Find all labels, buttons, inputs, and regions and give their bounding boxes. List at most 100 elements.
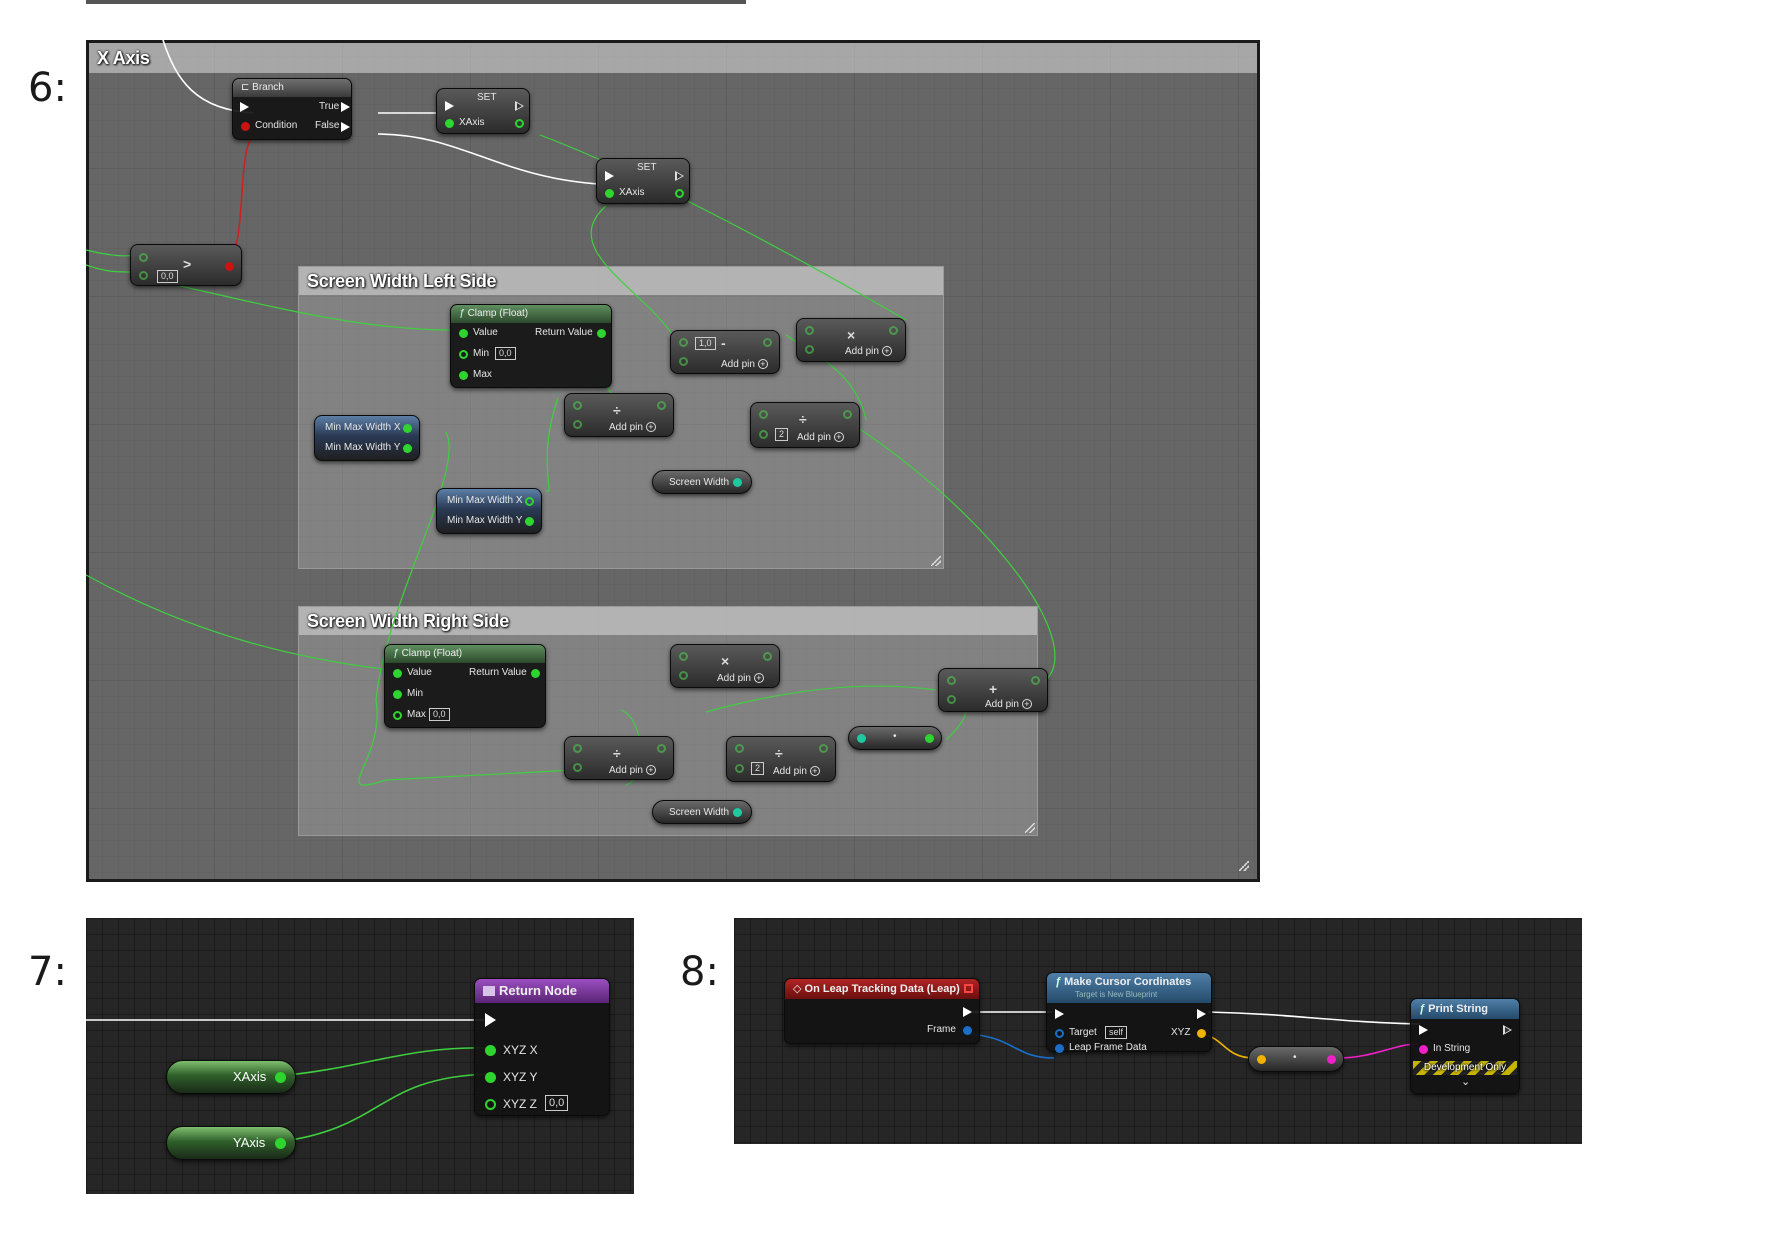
string-out-pin[interactable] xyxy=(1327,1055,1336,1064)
xaxis-in-pin[interactable] xyxy=(605,189,614,198)
min-pin[interactable] xyxy=(393,690,402,699)
set-node-1[interactable]: SET XAxis xyxy=(436,88,530,134)
set-node-2[interactable]: SET XAxis xyxy=(596,158,690,204)
a-pin[interactable] xyxy=(735,744,744,753)
frame-pin[interactable] xyxy=(963,1026,972,1035)
out-pin[interactable] xyxy=(763,338,772,347)
vector-in-pin[interactable] xyxy=(1257,1055,1266,1064)
out-pin[interactable] xyxy=(925,734,934,743)
out-pin[interactable] xyxy=(657,401,666,410)
exec-in-pin[interactable] xyxy=(445,101,454,111)
xaxis-getter[interactable]: XAxis xyxy=(166,1060,296,1094)
xyz-z-value-field[interactable]: 0,0 xyxy=(545,1095,569,1111)
b-pin[interactable] xyxy=(759,430,768,439)
resize-grip[interactable] xyxy=(1025,823,1035,833)
b-value-field[interactable]: 0,0 xyxy=(157,270,178,283)
divide-node-right-a[interactable]: ÷ Add pin+ xyxy=(564,736,674,780)
a-pin[interactable] xyxy=(679,338,688,347)
exec-in-pin[interactable] xyxy=(1055,1009,1064,1019)
b-pin[interactable] xyxy=(573,763,582,772)
multiply-node-right[interactable]: × Add pin+ xyxy=(670,644,780,688)
branch-node[interactable]: ⊏ Branch True Condition False xyxy=(232,78,352,140)
convert-node-right[interactable]: • xyxy=(848,726,942,750)
event-header[interactable]: ◇ On Leap Tracking Data (Leap) xyxy=(785,979,979,999)
divide-node-right-b[interactable]: 2 ÷ Add pin+ xyxy=(726,736,836,782)
subtract-node[interactable]: 1,0 - Add pin+ xyxy=(670,330,780,374)
out-pin[interactable] xyxy=(657,744,666,753)
add-pin-button[interactable]: Add pin+ xyxy=(609,422,656,433)
x-pin[interactable] xyxy=(525,497,534,506)
exec-in-pin[interactable] xyxy=(1419,1025,1428,1035)
out-pin[interactable] xyxy=(843,410,852,419)
exec-in-pin[interactable] xyxy=(485,1013,496,1027)
in-pin[interactable] xyxy=(857,734,866,743)
xaxis-pin[interactable] xyxy=(275,1072,286,1083)
return-node[interactable]: Return Node XYZ X XYZ Y XYZ Z 0,0 xyxy=(474,978,610,1116)
a-pin[interactable] xyxy=(573,744,582,753)
out-pin[interactable] xyxy=(819,744,828,753)
add-pin-button[interactable]: Add pin+ xyxy=(609,765,656,776)
add-pin-button[interactable]: Add pin+ xyxy=(721,359,768,370)
screen-width-pin[interactable] xyxy=(733,808,742,817)
max-pin[interactable] xyxy=(393,711,402,720)
min-max-width-break-node-1[interactable]: Min Max Width X Min Max Width Y xyxy=(314,415,420,461)
add-pin-button[interactable]: Add pin+ xyxy=(773,766,820,777)
min-value-field[interactable]: 0,0 xyxy=(495,347,516,360)
b-pin[interactable] xyxy=(679,671,688,680)
exec-out-pin[interactable] xyxy=(963,1007,972,1017)
min-max-width-break-node-2[interactable]: Min Max Width X Min Max Width Y xyxy=(436,488,542,534)
max-value-field[interactable]: 0,0 xyxy=(429,708,450,721)
b-pin[interactable] xyxy=(679,357,688,366)
divide-node-left-b[interactable]: 2 ÷ Add pin+ xyxy=(750,402,860,448)
b-value-field[interactable]: 2 xyxy=(751,762,765,775)
resize-grip[interactable] xyxy=(1239,861,1249,871)
b-pin[interactable] xyxy=(139,271,148,280)
comment-title-right-side[interactable]: Screen Width Right Side xyxy=(299,607,1037,635)
xyz-x-pin[interactable] xyxy=(485,1045,496,1056)
b-pin[interactable] xyxy=(735,764,744,773)
a-pin[interactable] xyxy=(573,401,582,410)
exec-true-pin[interactable] xyxy=(341,102,350,112)
screen-width-pin[interactable] xyxy=(733,478,742,487)
value-pin[interactable] xyxy=(459,329,468,338)
return-node-header[interactable]: Return Node xyxy=(475,979,609,1003)
exec-in-pin[interactable] xyxy=(605,171,614,181)
out-pin[interactable] xyxy=(763,652,772,661)
condition-pin[interactable] xyxy=(241,122,250,131)
b-pin[interactable] xyxy=(573,420,582,429)
exec-out-pin[interactable] xyxy=(515,101,524,111)
comment-title-left-side[interactable]: Screen Width Left Side xyxy=(299,267,943,295)
a-pin[interactable] xyxy=(679,652,688,661)
out-pin[interactable] xyxy=(889,326,898,335)
return-pin[interactable] xyxy=(531,669,540,678)
exec-out-pin[interactable] xyxy=(1503,1025,1512,1035)
xyz-pin[interactable] xyxy=(1197,1029,1206,1038)
add-node-right[interactable]: + Add pin+ xyxy=(938,668,1048,712)
event-node-leap[interactable]: ◇ On Leap Tracking Data (Leap) Frame xyxy=(784,978,980,1044)
xyz-z-pin[interactable] xyxy=(485,1099,496,1110)
yaxis-getter[interactable]: YAxis xyxy=(166,1126,296,1160)
y-pin[interactable] xyxy=(525,517,534,526)
b-pin[interactable] xyxy=(947,695,956,704)
bool-out-pin[interactable] xyxy=(225,262,234,271)
blueprint-graph-x-axis[interactable]: X Axis Screen Width Left Side Screen Wid… xyxy=(86,40,1260,882)
max-pin[interactable] xyxy=(459,371,468,380)
a-value-field[interactable]: 1,0 xyxy=(695,337,716,350)
in-string-pin[interactable] xyxy=(1419,1045,1428,1054)
yaxis-pin[interactable] xyxy=(275,1138,286,1149)
target-pin[interactable] xyxy=(1055,1029,1064,1038)
multiply-node-left[interactable]: × Add pin+ xyxy=(796,318,906,362)
divide-node-left-a[interactable]: ÷ Add pin+ xyxy=(564,393,674,437)
y-pin[interactable] xyxy=(403,444,412,453)
exec-out-pin[interactable] xyxy=(1197,1009,1206,1019)
out-pin[interactable] xyxy=(1031,676,1040,685)
value-pin[interactable] xyxy=(393,669,402,678)
greater-than-node[interactable]: 0,0 > xyxy=(130,244,242,286)
min-pin[interactable] xyxy=(459,350,468,359)
xaxis-out-pin[interactable] xyxy=(515,119,524,128)
